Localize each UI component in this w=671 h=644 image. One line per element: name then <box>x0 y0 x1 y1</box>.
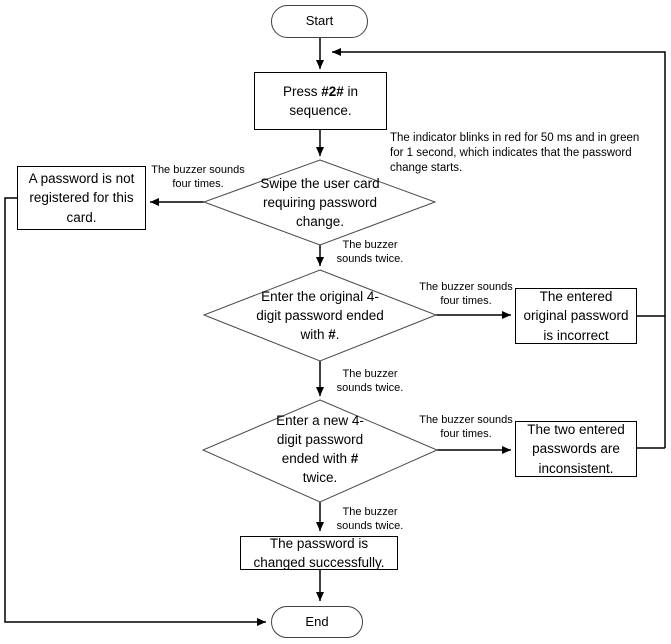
edge-label-no-password: The buzzer sounds four times. <box>151 164 245 191</box>
enter-original-post: . <box>335 327 340 343</box>
press-text-pre: Press <box>282 83 322 99</box>
edge-label-after-original: The buzzer sounds twice. <box>336 368 404 395</box>
enter-original-bold: # <box>328 327 336 343</box>
decision-enter-original-label: Enter the original 4-digit password ende… <box>250 287 390 344</box>
edge-label-after-new: The buzzer sounds twice. <box>336 506 404 533</box>
decision-swipe-card-shape <box>202 159 437 246</box>
enter-new-post: twice. <box>302 470 338 486</box>
success-node: The password is changed successfully. <box>240 536 398 570</box>
press-text-bold: #2# <box>321 83 344 99</box>
press-sequence-label: Press #2# in sequence. <box>257 82 384 120</box>
press-sequence-node: Press #2# in sequence. <box>254 72 387 130</box>
enter-original-pre: Enter the original 4-digit password ende… <box>256 289 384 343</box>
edge-label-mismatch: The buzzer sounds four times. <box>419 414 513 441</box>
edge-not-registered-to-end <box>4 197 266 626</box>
not-registered-node: A password is not registered for this ca… <box>17 166 146 230</box>
indicator-annotation: The indicator blinks in red for 50 ms an… <box>390 132 640 175</box>
decision-enter-new-shape <box>201 399 439 503</box>
start-label: Start <box>305 13 334 29</box>
end-label: End <box>305 613 329 629</box>
end-node: End <box>271 606 363 638</box>
edge-label-wrong-original: The buzzer sounds four times. <box>419 281 513 308</box>
edge-loopback-to-press <box>332 48 666 448</box>
enter-new-pre: Enter a new 4-digit password ended with <box>276 413 364 467</box>
decision-enter-new-label: Enter a new 4-digit password ended with … <box>270 411 370 488</box>
decision-swipe-card-label: Swipe the user card requiring password c… <box>260 176 380 230</box>
enter-new-bold: # <box>350 451 359 467</box>
edge-label-after-swipe: The buzzer sounds twice. <box>336 239 404 266</box>
decision-enter-original-shape <box>202 269 438 362</box>
inconsistent-passwords-node: The two entered passwords are inconsiste… <box>515 421 637 477</box>
start-node: Start <box>271 5 368 38</box>
press-text-post: in sequence. <box>289 83 359 118</box>
incorrect-password-node: The entered original password is incorre… <box>515 288 637 344</box>
